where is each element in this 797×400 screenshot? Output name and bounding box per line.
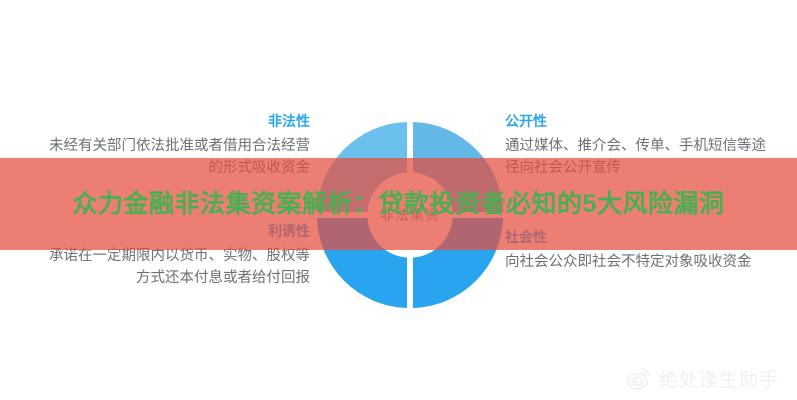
page-title: 众力金融非法集资案解析：贷款投资者必知的5大风险漏洞	[72, 190, 725, 218]
quadrant-publicity-title: 公开性	[505, 113, 547, 129]
watermark-text: 绝处逢生助手	[658, 370, 779, 391]
title-overlay-band: 众力金融非法集资案解析：贷款投资者必知的5大风险漏洞	[0, 158, 797, 250]
quadrant-illegality-title: 非法性	[268, 113, 310, 129]
weibo-icon	[626, 366, 652, 392]
watermark: 绝处逢生助手	[626, 365, 779, 392]
quadrant-inducement-body: 承诺在一定期限内以货币、实物、股权等方式还本付息或者给付回报	[49, 248, 310, 286]
quadrant-sociality-body: 向社会公众即社会不特定对象吸收资金	[505, 254, 752, 271]
